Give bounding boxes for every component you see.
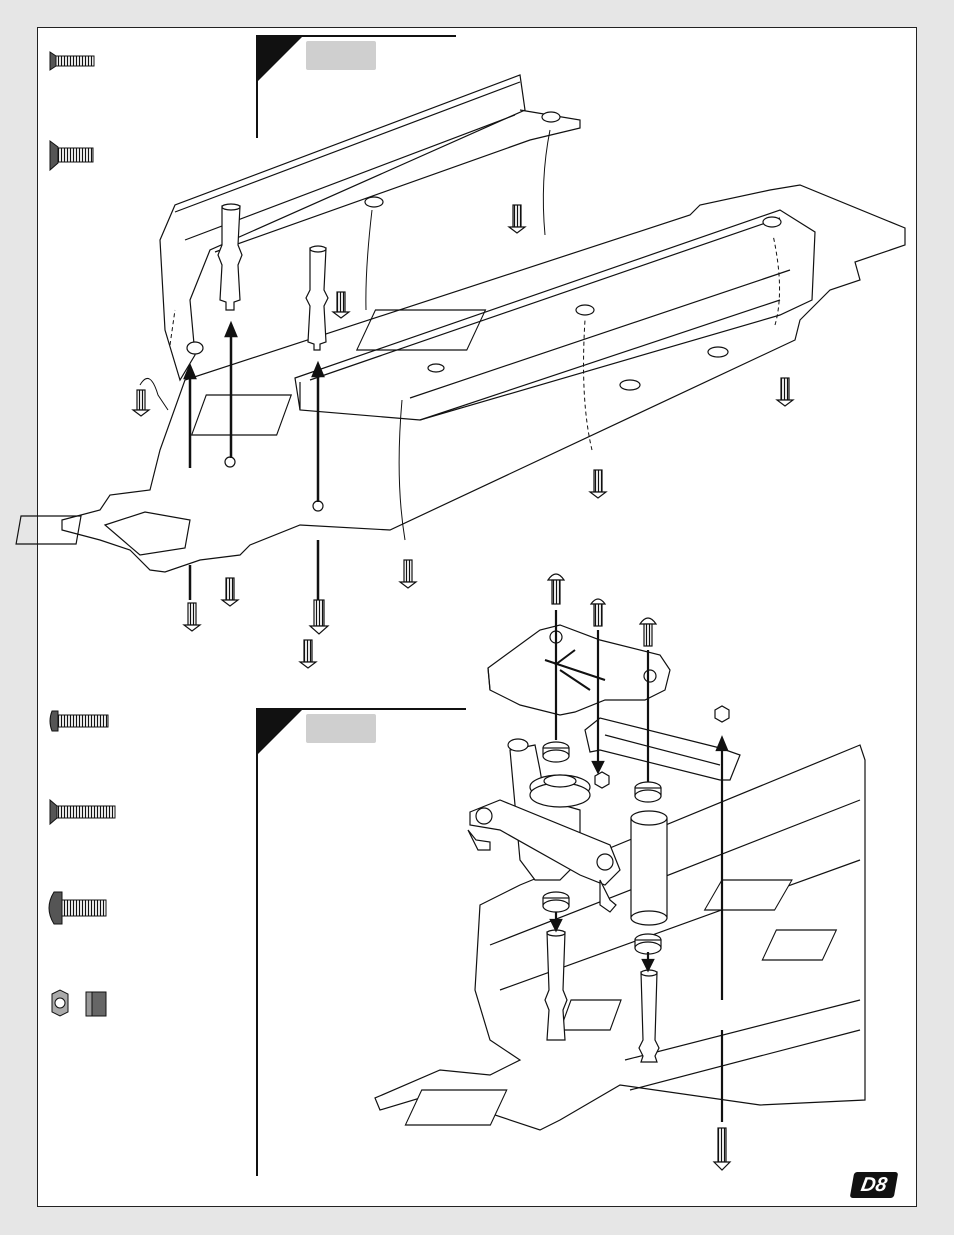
step-2-number-tab [306, 714, 376, 743]
flat-head-screw-long-icon [49, 140, 94, 172]
flat-head-screw-long-icon [49, 798, 116, 826]
step-1-number-tab [306, 41, 376, 70]
d8-logo: D8 [849, 1172, 899, 1198]
lock-nut-icon [51, 989, 107, 1017]
step-2-corner-marker [256, 709, 303, 756]
step-1-corner-marker [256, 36, 303, 83]
step-1-assembly-arrows [183, 320, 325, 630]
button-head-screw-short-icon [48, 891, 107, 925]
step-1-side-rule [256, 35, 258, 138]
button-head-screw-long-icon [49, 710, 109, 732]
step-2-screws [546, 573, 732, 1171]
step-1-guide-lines [139, 129, 780, 541]
step-1-screws [131, 204, 795, 669]
step-2-assembly-arrows [549, 610, 729, 1122]
d8-logo-text: D8 [849, 1172, 899, 1198]
step-1-top-rule [256, 35, 456, 37]
flat-head-screw-short-icon [49, 51, 95, 71]
step-2-top-rule [256, 708, 466, 710]
step-1-chassis-assembly [15, 74, 906, 573]
step-2-side-rule [256, 708, 258, 1176]
step-2-steering-assembly [374, 624, 866, 1131]
